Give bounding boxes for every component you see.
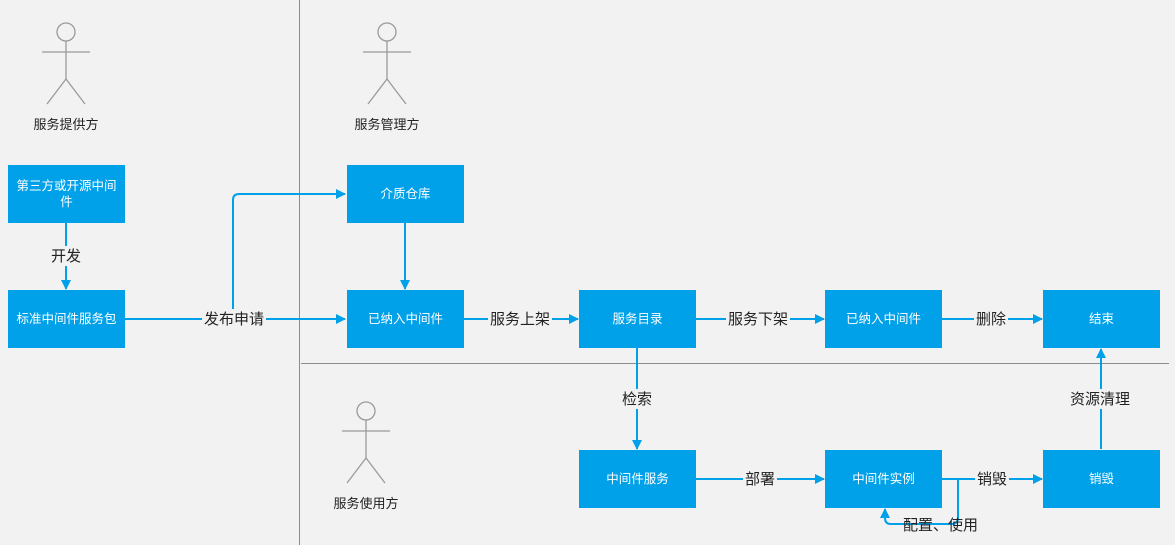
actor-label-manager: 服务管理方 [354, 118, 420, 133]
node-third-party-middleware[interactable]: 第三方或开源中间件 [8, 165, 125, 223]
edge-label-service-on: 服务上架 [488, 309, 553, 329]
node-included-middleware-2[interactable]: 已纳入中间件 [825, 290, 942, 348]
actor-provider: 服务提供方 [11, 22, 121, 133]
node-media-repository[interactable]: 介质仓库 [347, 165, 464, 223]
node-service-catalog[interactable]: 服务目录 [579, 290, 696, 348]
edge-label-delete: 删除 [974, 309, 1009, 329]
edge-label-develop: 开发 [49, 246, 84, 266]
node-included-middleware-1[interactable]: 已纳入中间件 [347, 290, 464, 348]
node-standard-middleware-package[interactable]: 标准中间件服务包 [8, 290, 125, 348]
edge-label-configure-use: 配置、使用 [903, 516, 979, 534]
lane-divider-vertical [299, 0, 300, 545]
node-middleware-service[interactable]: 中间件服务 [579, 450, 696, 508]
stick-figure-icon [342, 401, 390, 484]
actor-manager: 服务管理方 [332, 22, 442, 133]
edge-configure-use [880, 479, 959, 525]
edge-label-resource-cleanup: 资源清理 [1068, 389, 1133, 409]
edge-label-publish-request: 发布申请 [202, 309, 267, 329]
node-end[interactable]: 结束 [1043, 290, 1160, 348]
stick-figure-icon [42, 22, 90, 105]
actor-label-consumer: 服务使用方 [333, 497, 399, 512]
edge-label-service-off: 服务下架 [726, 309, 791, 329]
actor-consumer: 服务使用方 [311, 401, 421, 512]
edge-label-destroy: 销毁 [975, 469, 1010, 489]
edge-publish-to-media-repo [232, 189, 346, 319]
node-middleware-instance[interactable]: 中间件实例 [825, 450, 942, 508]
stick-figure-icon [363, 22, 411, 105]
edge-label-search: 检索 [620, 389, 655, 409]
lane-divider-horizontal [301, 363, 1169, 364]
edge-label-deploy: 部署 [743, 469, 778, 489]
node-destroy[interactable]: 销毁 [1043, 450, 1160, 508]
actor-label-provider: 服务提供方 [33, 118, 99, 133]
